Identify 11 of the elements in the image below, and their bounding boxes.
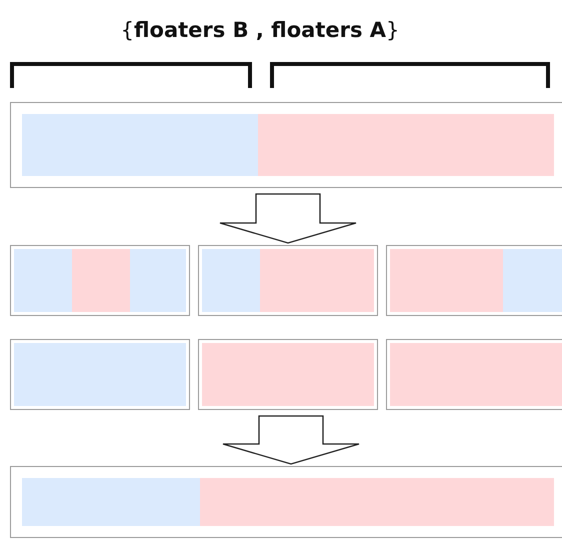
segment-box [198, 339, 378, 410]
segment-box [10, 102, 562, 188]
block-arrow [219, 193, 357, 244]
segment-box [10, 466, 562, 538]
segment-box [386, 339, 562, 410]
title: {floaters B , floaters A} [120, 18, 400, 42]
segment-box [10, 245, 190, 316]
segment-box [198, 245, 378, 316]
block-arrow [222, 415, 360, 465]
segment-box [386, 245, 562, 316]
segment-box [10, 339, 190, 410]
